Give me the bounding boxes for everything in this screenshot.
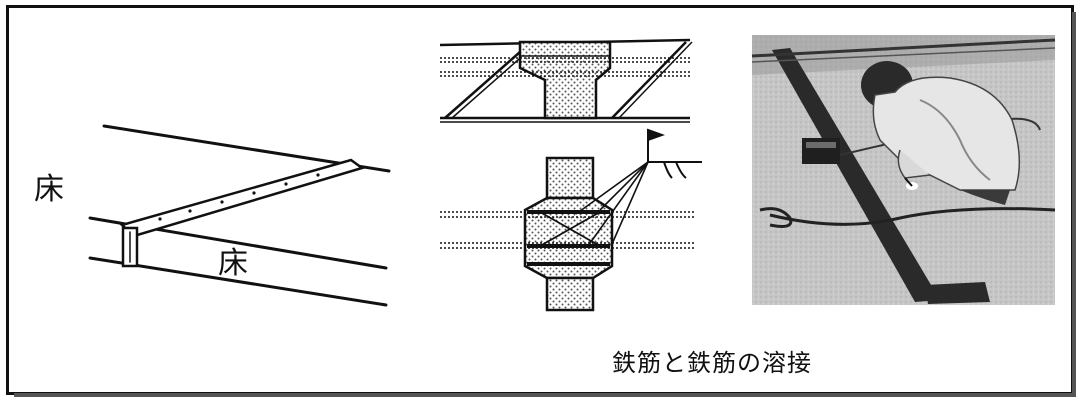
- beam-column-section: [439, 38, 693, 123]
- diagonal-rebar-marks: [158, 173, 320, 221]
- frame-shadow-right: [1072, 12, 1076, 395]
- floor-label-upper: 床: [34, 172, 64, 207]
- column-shaft-upper: [545, 156, 595, 200]
- frame-shadow-bottom: [14, 393, 1076, 397]
- column-head-concrete: [518, 40, 612, 120]
- welding-machine: [802, 138, 840, 164]
- rebar-track: [772, 48, 940, 302]
- lower-slab-bottom-edge: [88, 256, 388, 307]
- left-slab-sketch: [88, 124, 391, 307]
- diagonal-rebar-bar: [119, 158, 365, 238]
- floor-label-lower: 床: [218, 246, 248, 281]
- weld-joint-section: [440, 128, 702, 312]
- weld-symbol-icon: [575, 128, 702, 247]
- welder-figure: [861, 61, 1021, 205]
- welder-photo: [751, 35, 1056, 305]
- column-shaft-lower: [545, 276, 595, 312]
- caption-rebar-welding: 鉄筋と鉄筋の溶接: [612, 349, 812, 377]
